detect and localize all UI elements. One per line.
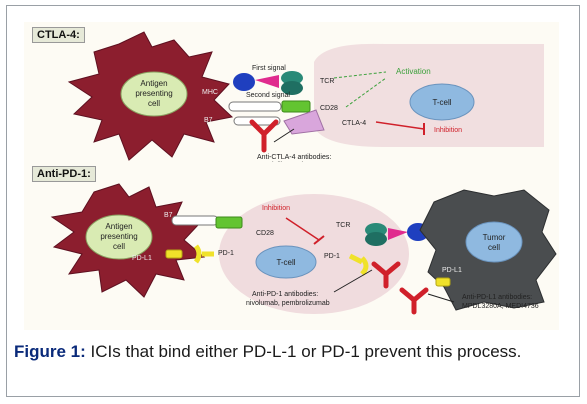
- anti-pd1-diagram: Antigen presenting cell B7 PD-L1 T-cell …: [50, 183, 557, 315]
- panel-title: CTLA-4:: [32, 27, 85, 43]
- b7-ligand: [228, 101, 282, 112]
- t-cell-nucleus: [409, 83, 475, 121]
- mhc-label: MHC: [202, 89, 218, 96]
- tumor-label-2: cell: [488, 243, 500, 252]
- anti-pdl1-label-1: Anti-PD-L1 antibodies:: [462, 294, 532, 301]
- anti-pd1-label-2: nivolumab, pembrolizumab: [246, 300, 330, 307]
- antibody-pointer: [273, 128, 295, 143]
- pdl1-left-label: PD-L1: [132, 255, 152, 262]
- b7-ligand: [171, 215, 219, 226]
- apc-label-3: cell: [113, 242, 125, 251]
- t-cell-nucleus: [255, 245, 317, 279]
- mhc-receptor: [233, 73, 255, 91]
- apc-label-2: presenting: [100, 232, 137, 241]
- ctla4-label: CTLA-4: [342, 120, 366, 127]
- pd1-right-label: PD-1: [324, 253, 340, 260]
- pd1-left-receptor: [193, 244, 214, 264]
- inhibition-label: Inhibition: [434, 127, 462, 134]
- b7-label: B7: [204, 117, 213, 124]
- anti-pdl1-antibody: [399, 287, 429, 315]
- activation-arrow-1: [333, 71, 387, 79]
- apc-label-2: presenting: [135, 89, 172, 98]
- apc-label-1: Antigen: [105, 222, 132, 231]
- t-cell-membrane: [219, 194, 409, 314]
- anti-pdl1-pointer: [427, 293, 455, 303]
- tcr-receptor-2: [365, 232, 387, 246]
- t-cell-label: T-cell: [432, 98, 451, 107]
- second-signal-label: Second signal: [246, 92, 290, 99]
- anti-pd1-label-1: Anti-PD-1 antibodies:: [252, 291, 318, 298]
- pdl1-right-label: PD-L1: [442, 267, 462, 274]
- tumor-nucleus: [465, 221, 523, 263]
- anti-pd1-panel: Anti-PD-1: Antigen presenting cell B7 PD…: [24, 162, 559, 330]
- inhibition-label: Inhibition: [262, 205, 290, 212]
- pd1-right-receptor: [348, 253, 369, 276]
- cd28-label: CD28: [256, 230, 274, 237]
- tcr-receptor-2: [281, 81, 303, 95]
- inhibition-bar: [313, 235, 325, 245]
- caption-text: ICIs that bind either PD-L-1 or PD-1 pre…: [90, 342, 522, 361]
- pdl1-right-ligand: [435, 277, 451, 287]
- ctla4-diagram: Antigen presenting cell MHC B7 T-cell Fi…: [67, 31, 544, 169]
- anti-pdl1-label-2: MPDL3280A, MEDI4736: [462, 303, 539, 310]
- inhibition-line: [285, 217, 320, 241]
- anti-pd1-antibody: [371, 261, 401, 289]
- pdl1-left-ligand: [165, 249, 183, 259]
- apc-label-3: cell: [148, 99, 160, 108]
- first-signal-label: First signal: [252, 65, 286, 72]
- b7-label: B7: [164, 212, 173, 219]
- anti-pd1-pointer: [333, 269, 373, 293]
- figure-label: Figure 1:: [14, 342, 86, 361]
- apc-nucleus: [120, 71, 188, 117]
- inhibition-line: [375, 121, 425, 130]
- antigen-peptide: [255, 75, 279, 88]
- tcr-label: TCR: [336, 222, 350, 229]
- ctla4-panel: CTLA-4: Antigen presenting cell MHC B7 T…: [24, 22, 559, 169]
- figure-caption: Figure 1: ICIs that bind either PD-L-1 o…: [14, 340, 574, 364]
- activation-arrow-2: [345, 77, 387, 108]
- antigen-peptide: [388, 228, 408, 240]
- tumor-label-1: Tumor: [483, 233, 506, 242]
- anti-ctla4-label-1: Anti-CTLA-4 antibodies:: [257, 154, 331, 161]
- tcr-receptor: [281, 71, 303, 85]
- activation-label: Activation: [396, 67, 431, 76]
- pd1-left-label: PD-1: [218, 250, 234, 257]
- cd28-label: CD28: [320, 105, 338, 112]
- anti-ctla4-antibody: [249, 119, 279, 153]
- panel-title: Anti-PD-1:: [32, 166, 96, 182]
- apc-label-1: Antigen: [140, 79, 167, 88]
- cd28-receptor: [215, 216, 243, 229]
- ctla4-receptor: [283, 109, 325, 135]
- cd28-receptor: [281, 100, 311, 113]
- apc-nucleus: [85, 214, 153, 260]
- tcr-label: TCR: [320, 78, 334, 85]
- t-cell-label: T-cell: [276, 258, 295, 267]
